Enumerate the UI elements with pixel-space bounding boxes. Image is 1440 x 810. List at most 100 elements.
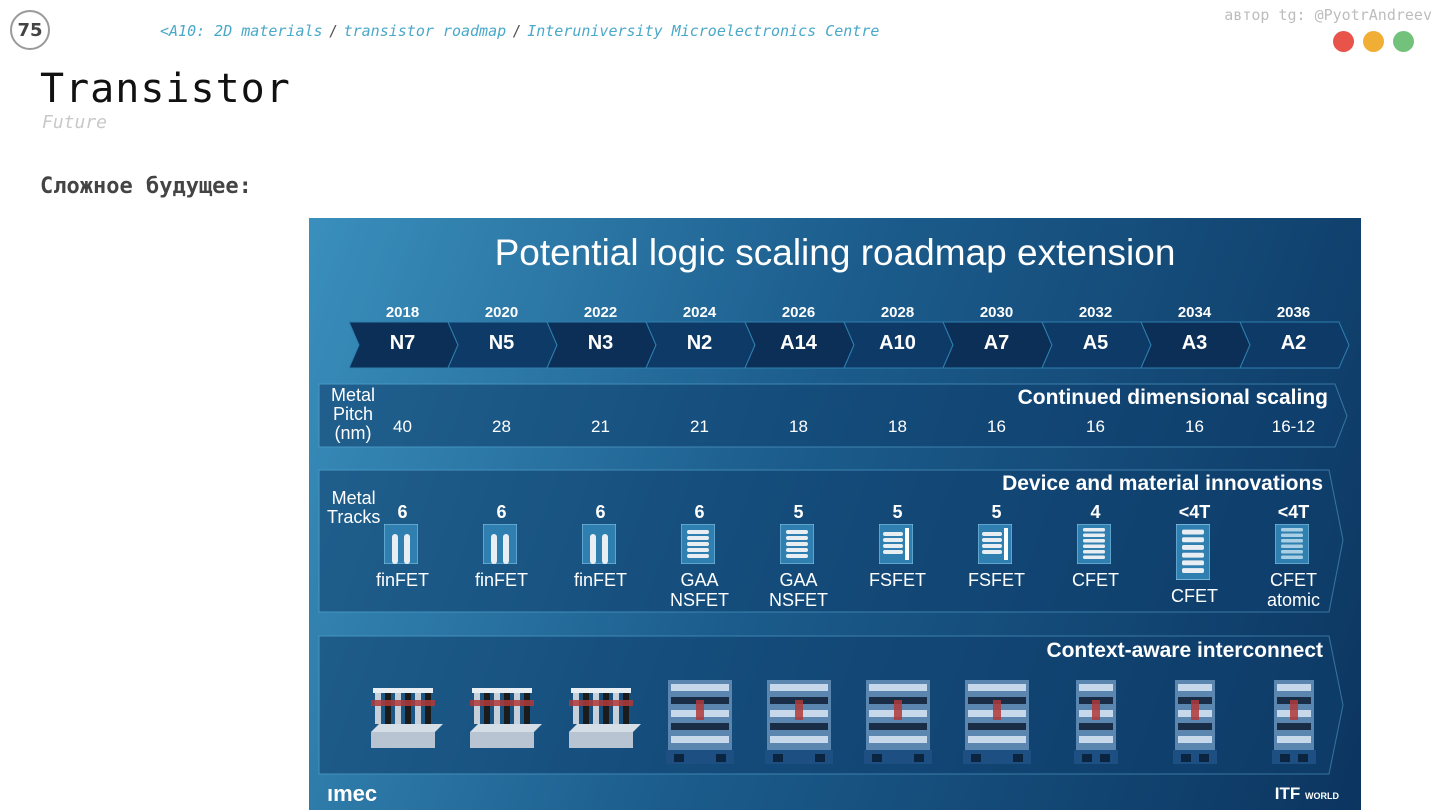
nanosheet-icon — [780, 524, 814, 564]
interconnect-structure — [650, 670, 749, 770]
device-heading: Device and material innovations — [1002, 472, 1323, 495]
track-count: <4T — [1277, 502, 1310, 522]
pitch-label: Metal Pitch (nm) — [331, 386, 375, 443]
year-label: 2026 — [781, 304, 816, 321]
year-label: 2034 — [1177, 304, 1212, 321]
device-cell: finFET — [551, 524, 650, 614]
device-cell: CFET atomic — [1244, 524, 1343, 614]
finfet-icon — [384, 524, 418, 564]
track-count: 6 — [694, 502, 705, 522]
red-dot — [1333, 31, 1354, 52]
tracks-label-line: Metal — [331, 488, 376, 508]
forksheet-icon — [978, 524, 1012, 564]
breadcrumb: <A10: 2D materials / transistor roadmap / In… — [160, 22, 879, 40]
interconnect-structure — [1046, 670, 1145, 770]
interconnect-graphic — [1074, 680, 1118, 764]
interconnect-graphic — [666, 680, 734, 764]
pitch-label-line: Metal — [331, 385, 376, 405]
itf-logo-small: WORLD — [1305, 791, 1339, 801]
figure-title: Potential logic scaling roadmap extensio… — [494, 232, 1176, 273]
device-name: GAA NSFET — [768, 570, 828, 610]
node-label: A14 — [780, 332, 817, 354]
device-icon-wrap — [384, 524, 418, 564]
tracks-label: Metal Tracks — [327, 489, 380, 527]
green-dot — [1393, 31, 1414, 52]
track-count: 6 — [397, 502, 408, 522]
year-label: 2018 — [385, 304, 420, 321]
finfet-icon — [483, 524, 517, 564]
device-name: GAA NSFET — [669, 570, 729, 610]
node-label: A3 — [1181, 332, 1208, 354]
pitch-value: 21 — [591, 417, 610, 436]
node-label: N3 — [587, 332, 614, 354]
nanosheet-icon — [681, 524, 715, 564]
node-label: N7 — [389, 332, 416, 354]
cfet-atomic-icon — [1275, 524, 1309, 564]
pitch-value: 18 — [888, 417, 907, 436]
device-icon-wrap — [780, 524, 814, 564]
interconnect-structure — [947, 670, 1046, 770]
interconnect-structure — [353, 670, 452, 770]
page-subtitle: Future — [42, 112, 108, 133]
device-name: CFET atomic — [1266, 570, 1320, 610]
interconnect-structure — [1145, 670, 1244, 770]
device-icon-wrap — [1176, 524, 1210, 580]
device-name: finFET — [375, 570, 429, 590]
forksheet-icon — [879, 524, 913, 564]
breadcrumb-item-3[interactable]: Interuniversity Microelectronics Centre — [527, 22, 880, 40]
pitch-heading: Continued dimensional scaling — [1017, 386, 1328, 409]
track-count: 4 — [1090, 502, 1101, 522]
year-label: 2036 — [1276, 304, 1311, 321]
pitch-value: 18 — [789, 417, 808, 436]
device-icon-wrap — [1275, 524, 1309, 564]
interconnect-row — [353, 670, 1345, 770]
device-cell: GAA NSFET — [749, 524, 848, 614]
year-label: 2024 — [682, 304, 717, 321]
window-dots — [1333, 31, 1414, 52]
interconnect-graphic — [864, 680, 932, 764]
year-label: 2030 — [979, 304, 1014, 321]
interconnect-structure — [749, 670, 848, 770]
device-icon-wrap — [1077, 524, 1111, 564]
device-icon-wrap — [483, 524, 517, 564]
device-cell: GAA NSFET — [650, 524, 749, 614]
device-name: CFET — [1171, 586, 1218, 606]
pitch-label-line: Pitch — [332, 404, 374, 424]
node-label: A5 — [1082, 332, 1109, 354]
pitch-value: 16 — [1086, 417, 1105, 436]
interconnect-structure — [551, 670, 650, 770]
page-title: Transistor — [40, 66, 291, 112]
interconnect-structure — [848, 670, 947, 770]
device-name: CFET — [1072, 570, 1119, 590]
author-credit: автор tg: @PyotrAndreev — [1224, 6, 1432, 24]
breadcrumb-item-1[interactable]: <A10: 2D materials — [160, 22, 323, 40]
itf-logo: ITF WORLD — [1275, 784, 1339, 804]
device-cell: finFET — [452, 524, 551, 614]
cfet-icon — [1077, 524, 1111, 564]
year-label: 2022 — [583, 304, 618, 321]
section-heading: Сложное будущее: — [40, 174, 252, 199]
breadcrumb-separator: / — [328, 22, 338, 40]
breadcrumb-separator: / — [512, 22, 522, 40]
breadcrumb-item-2[interactable]: transistor roadmap — [343, 22, 507, 40]
interconnect-graphic — [470, 688, 542, 748]
roadmap-figure: Potential logic scaling roadmap extensio… — [309, 218, 1361, 810]
track-count: 5 — [793, 502, 804, 522]
year-label: 2020 — [484, 304, 519, 321]
node-chevron — [1239, 321, 1350, 369]
cfet-icon — [1176, 524, 1210, 580]
interconnect-graphic — [1272, 680, 1316, 764]
device-cell: CFET — [1046, 524, 1145, 614]
year-label: 2028 — [880, 304, 915, 321]
node-label: N5 — [488, 332, 515, 354]
pitch-value: 16 — [987, 417, 1006, 436]
interconnect-graphic — [765, 680, 833, 764]
device-band — [318, 469, 1344, 613]
node-label: A7 — [983, 332, 1010, 354]
track-count: 6 — [496, 502, 507, 522]
interconnect-graphic — [963, 680, 1031, 764]
